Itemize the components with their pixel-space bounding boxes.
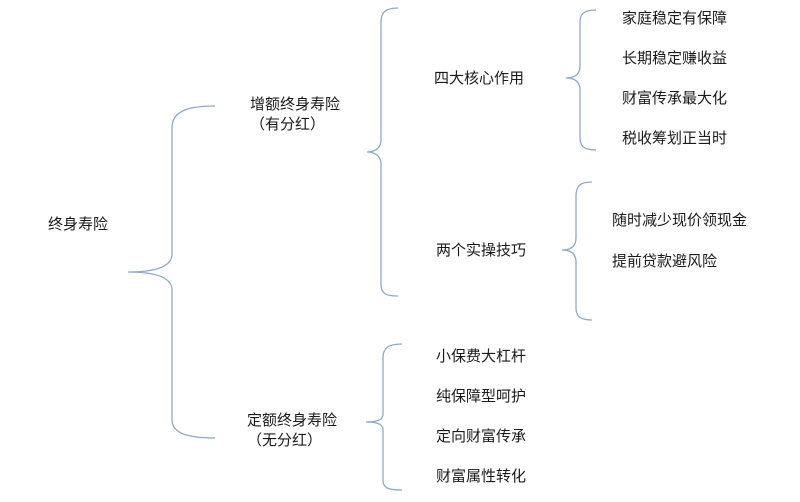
list-item: 提前贷款避风险 (612, 252, 718, 270)
branch-title: 定额终身寿险 (247, 411, 338, 429)
branch-title: 增额终身寿险 (250, 95, 341, 113)
branch-note: （无分红） (247, 431, 323, 449)
list-item: 纯保障型呵护 (436, 387, 527, 405)
list-item: 随时减少现价领现金 (612, 211, 748, 229)
list-item: 定向财富传承 (436, 427, 527, 445)
bracket-branch-2 (365, 343, 403, 491)
branch-increasing-whole-life: 增额终身寿险 （有分红） (250, 94, 340, 134)
bracket-branch-1 (366, 7, 399, 297)
group-practical-tips-title: 两个实操技巧 (436, 241, 527, 259)
bracket-root (127, 105, 216, 439)
bracket-group-1 (565, 9, 597, 151)
list-item: 财富属性转化 (436, 467, 527, 485)
branch-fixed-whole-life: 定额终身寿险 （无分红） (247, 410, 337, 450)
list-item: 小保费大杠杆 (436, 347, 527, 365)
root-node: 终身寿险 (48, 215, 109, 233)
list-item: 税收筹划正当时 (622, 129, 728, 147)
group-core-functions-title: 四大核心作用 (434, 69, 525, 87)
list-item: 长期稳定赚收益 (622, 49, 728, 67)
list-item: 财富传承最大化 (622, 89, 728, 107)
branch-note: （有分红） (250, 115, 326, 133)
list-item: 家庭稳定有保障 (622, 9, 728, 27)
bracket-group-2 (561, 181, 593, 321)
